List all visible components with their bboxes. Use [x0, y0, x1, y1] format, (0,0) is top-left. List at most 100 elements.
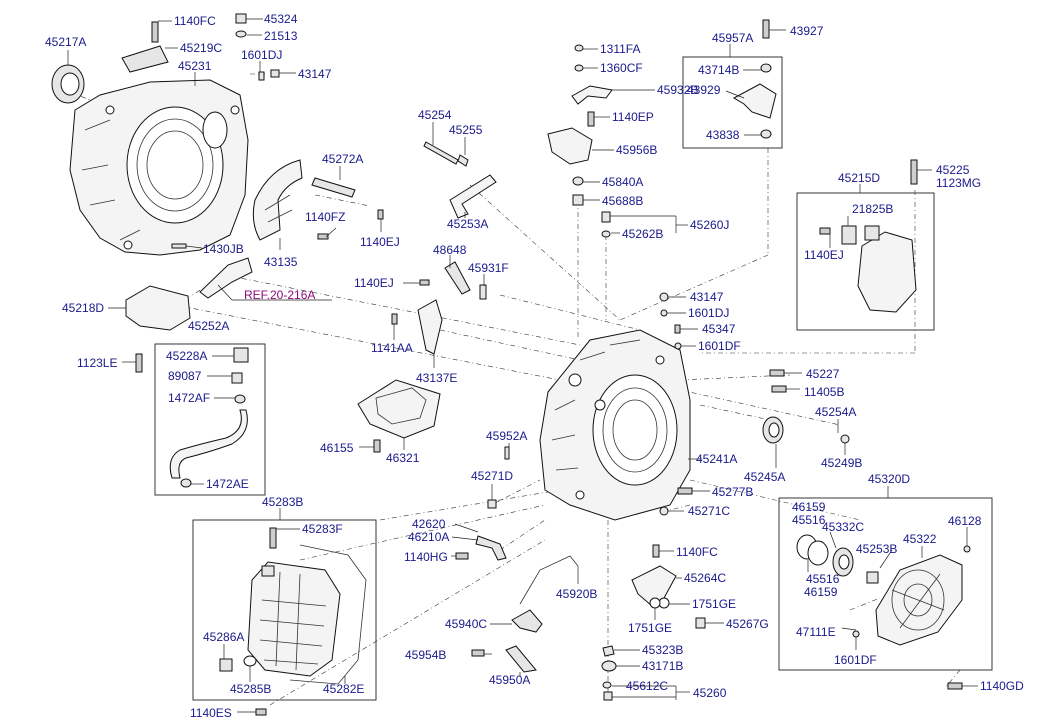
label-46210A: 46210A	[408, 530, 449, 544]
label-46155: 46155	[320, 441, 354, 455]
shaft-45254	[423, 141, 459, 165]
label-1601DJ-a: 1601DJ	[241, 48, 282, 62]
bracket-45932B	[571, 85, 613, 105]
label-43929: 43929	[687, 83, 721, 97]
group-box-45252A	[154, 343, 266, 496]
label-45218D: 45218D	[62, 301, 104, 315]
label-45940C: 45940C	[445, 617, 487, 631]
group-box-45957A	[682, 56, 783, 149]
washer-43171B	[601, 660, 617, 672]
oil-pan-45283B	[247, 561, 341, 677]
label-45320D: 45320D	[868, 472, 910, 486]
label-45277B: 45277B	[712, 485, 753, 499]
label-45324: 45324	[264, 12, 298, 26]
label-45950A: 45950A	[489, 673, 530, 687]
label-45516-b: 45516	[806, 572, 840, 586]
label-45264C: 45264C	[684, 571, 726, 585]
bolt-45283F	[269, 527, 277, 549]
label-45260J: 45260J	[690, 218, 729, 232]
label-45332C: 45332C	[822, 520, 864, 534]
label-45954B: 45954B	[405, 648, 446, 662]
bolt-43927	[762, 19, 770, 39]
bracket-45219C	[121, 45, 169, 73]
label-46128: 46128	[948, 514, 982, 528]
clip-89087	[231, 372, 243, 384]
bolt-46155	[373, 439, 381, 453]
label-1123MG: 1123MG	[936, 176, 981, 190]
plug-45249B	[840, 434, 850, 444]
bolt-1140HG	[455, 552, 469, 560]
label-45286A: 45286A	[203, 630, 244, 644]
label-43838: 43838	[706, 128, 740, 142]
label-45322: 45322	[903, 532, 937, 546]
oring-45262B	[601, 230, 611, 238]
bolt-1140FC-b	[652, 544, 660, 558]
oil-seal-45245A	[762, 416, 784, 444]
bolt-1140EJ-b	[419, 279, 430, 286]
label-45272A: 45272A	[322, 152, 363, 166]
pin-1601DF-b	[852, 630, 860, 638]
clamp-1472AE	[180, 478, 192, 488]
label-48648: 48648	[433, 243, 467, 257]
label-43171B: 43171B	[642, 659, 683, 673]
lever-45253A	[449, 174, 497, 219]
label-1140FC-a: 1140FC	[174, 14, 216, 28]
bolt-45225	[910, 159, 918, 185]
magnet-45286A	[219, 658, 233, 672]
gasket-45282E	[289, 544, 367, 685]
label-43927: 43927	[790, 24, 824, 38]
pin-45271D	[487, 499, 497, 509]
bolt-1140GD	[947, 682, 963, 690]
label-1140EJ-c: 1140EJ	[804, 248, 844, 262]
label-1360CF: 1360CF	[600, 61, 643, 75]
plate-45272A	[311, 177, 356, 198]
label-45231: 45231	[178, 59, 212, 73]
bolt-1140EJ-a	[377, 209, 384, 220]
label-46159-a: 46159	[792, 500, 826, 514]
pin-48648	[444, 261, 471, 295]
pin-1601DJ-a	[258, 71, 265, 81]
label-45245A: 45245A	[744, 470, 785, 484]
bell-housing-45231	[69, 79, 249, 256]
pin-1601DJ-b	[660, 309, 668, 317]
label-46321: 46321	[386, 451, 420, 465]
label-45952A: 45952A	[486, 429, 527, 443]
label-1140FC-b: 1140FC	[676, 545, 718, 559]
washer-45840A	[572, 176, 584, 186]
label-45260: 45260	[693, 686, 727, 700]
pin-45931F	[479, 284, 487, 300]
part-labels: 1140FC 45324 21513 45217A 45219C 1601DJ …	[45, 12, 1024, 720]
label-45283B: 45283B	[262, 495, 303, 509]
label-45215D: 45215D	[838, 171, 880, 185]
pin-45271C	[659, 506, 669, 516]
label-45252A: 45252A	[188, 319, 229, 333]
plug-45260J	[601, 211, 611, 223]
label-45253B: 45253B	[856, 542, 897, 556]
oil-seal-45217A	[51, 64, 85, 104]
label-1311FA: 1311FA	[600, 42, 640, 56]
bolt-1140EJ-c	[819, 227, 831, 235]
label-1140HG: 1140HG	[404, 550, 448, 564]
label-1472AF: 1472AF	[168, 391, 210, 405]
label-1140GD: 1140GD	[980, 679, 1024, 693]
label-43137E: 43137E	[416, 371, 457, 385]
label-45957A: 45957A	[712, 31, 753, 45]
bolt-1430JB	[171, 243, 187, 249]
label-1601DF-b: 1601DF	[834, 653, 877, 667]
plug-45324	[235, 13, 247, 24]
label-45271D: 45271D	[471, 469, 513, 483]
label-45225: 45225	[936, 163, 970, 177]
label-43147-a: 43147	[298, 67, 332, 81]
label-1140FZ: 1140FZ	[305, 210, 345, 224]
bolt-45277B	[677, 487, 693, 495]
plug-45260	[603, 691, 613, 701]
oring-45612C	[602, 681, 612, 689]
hose-45252A	[169, 409, 248, 479]
bracket-43929	[732, 83, 777, 119]
pin-45952A	[504, 446, 510, 460]
label-45253A: 45253A	[447, 217, 488, 231]
label-1140EJ-a: 1140EJ	[360, 235, 400, 249]
label-45285B: 45285B	[230, 682, 271, 696]
nut-43714B	[760, 63, 772, 73]
label-1601DF-a: 1601DF	[698, 339, 741, 353]
